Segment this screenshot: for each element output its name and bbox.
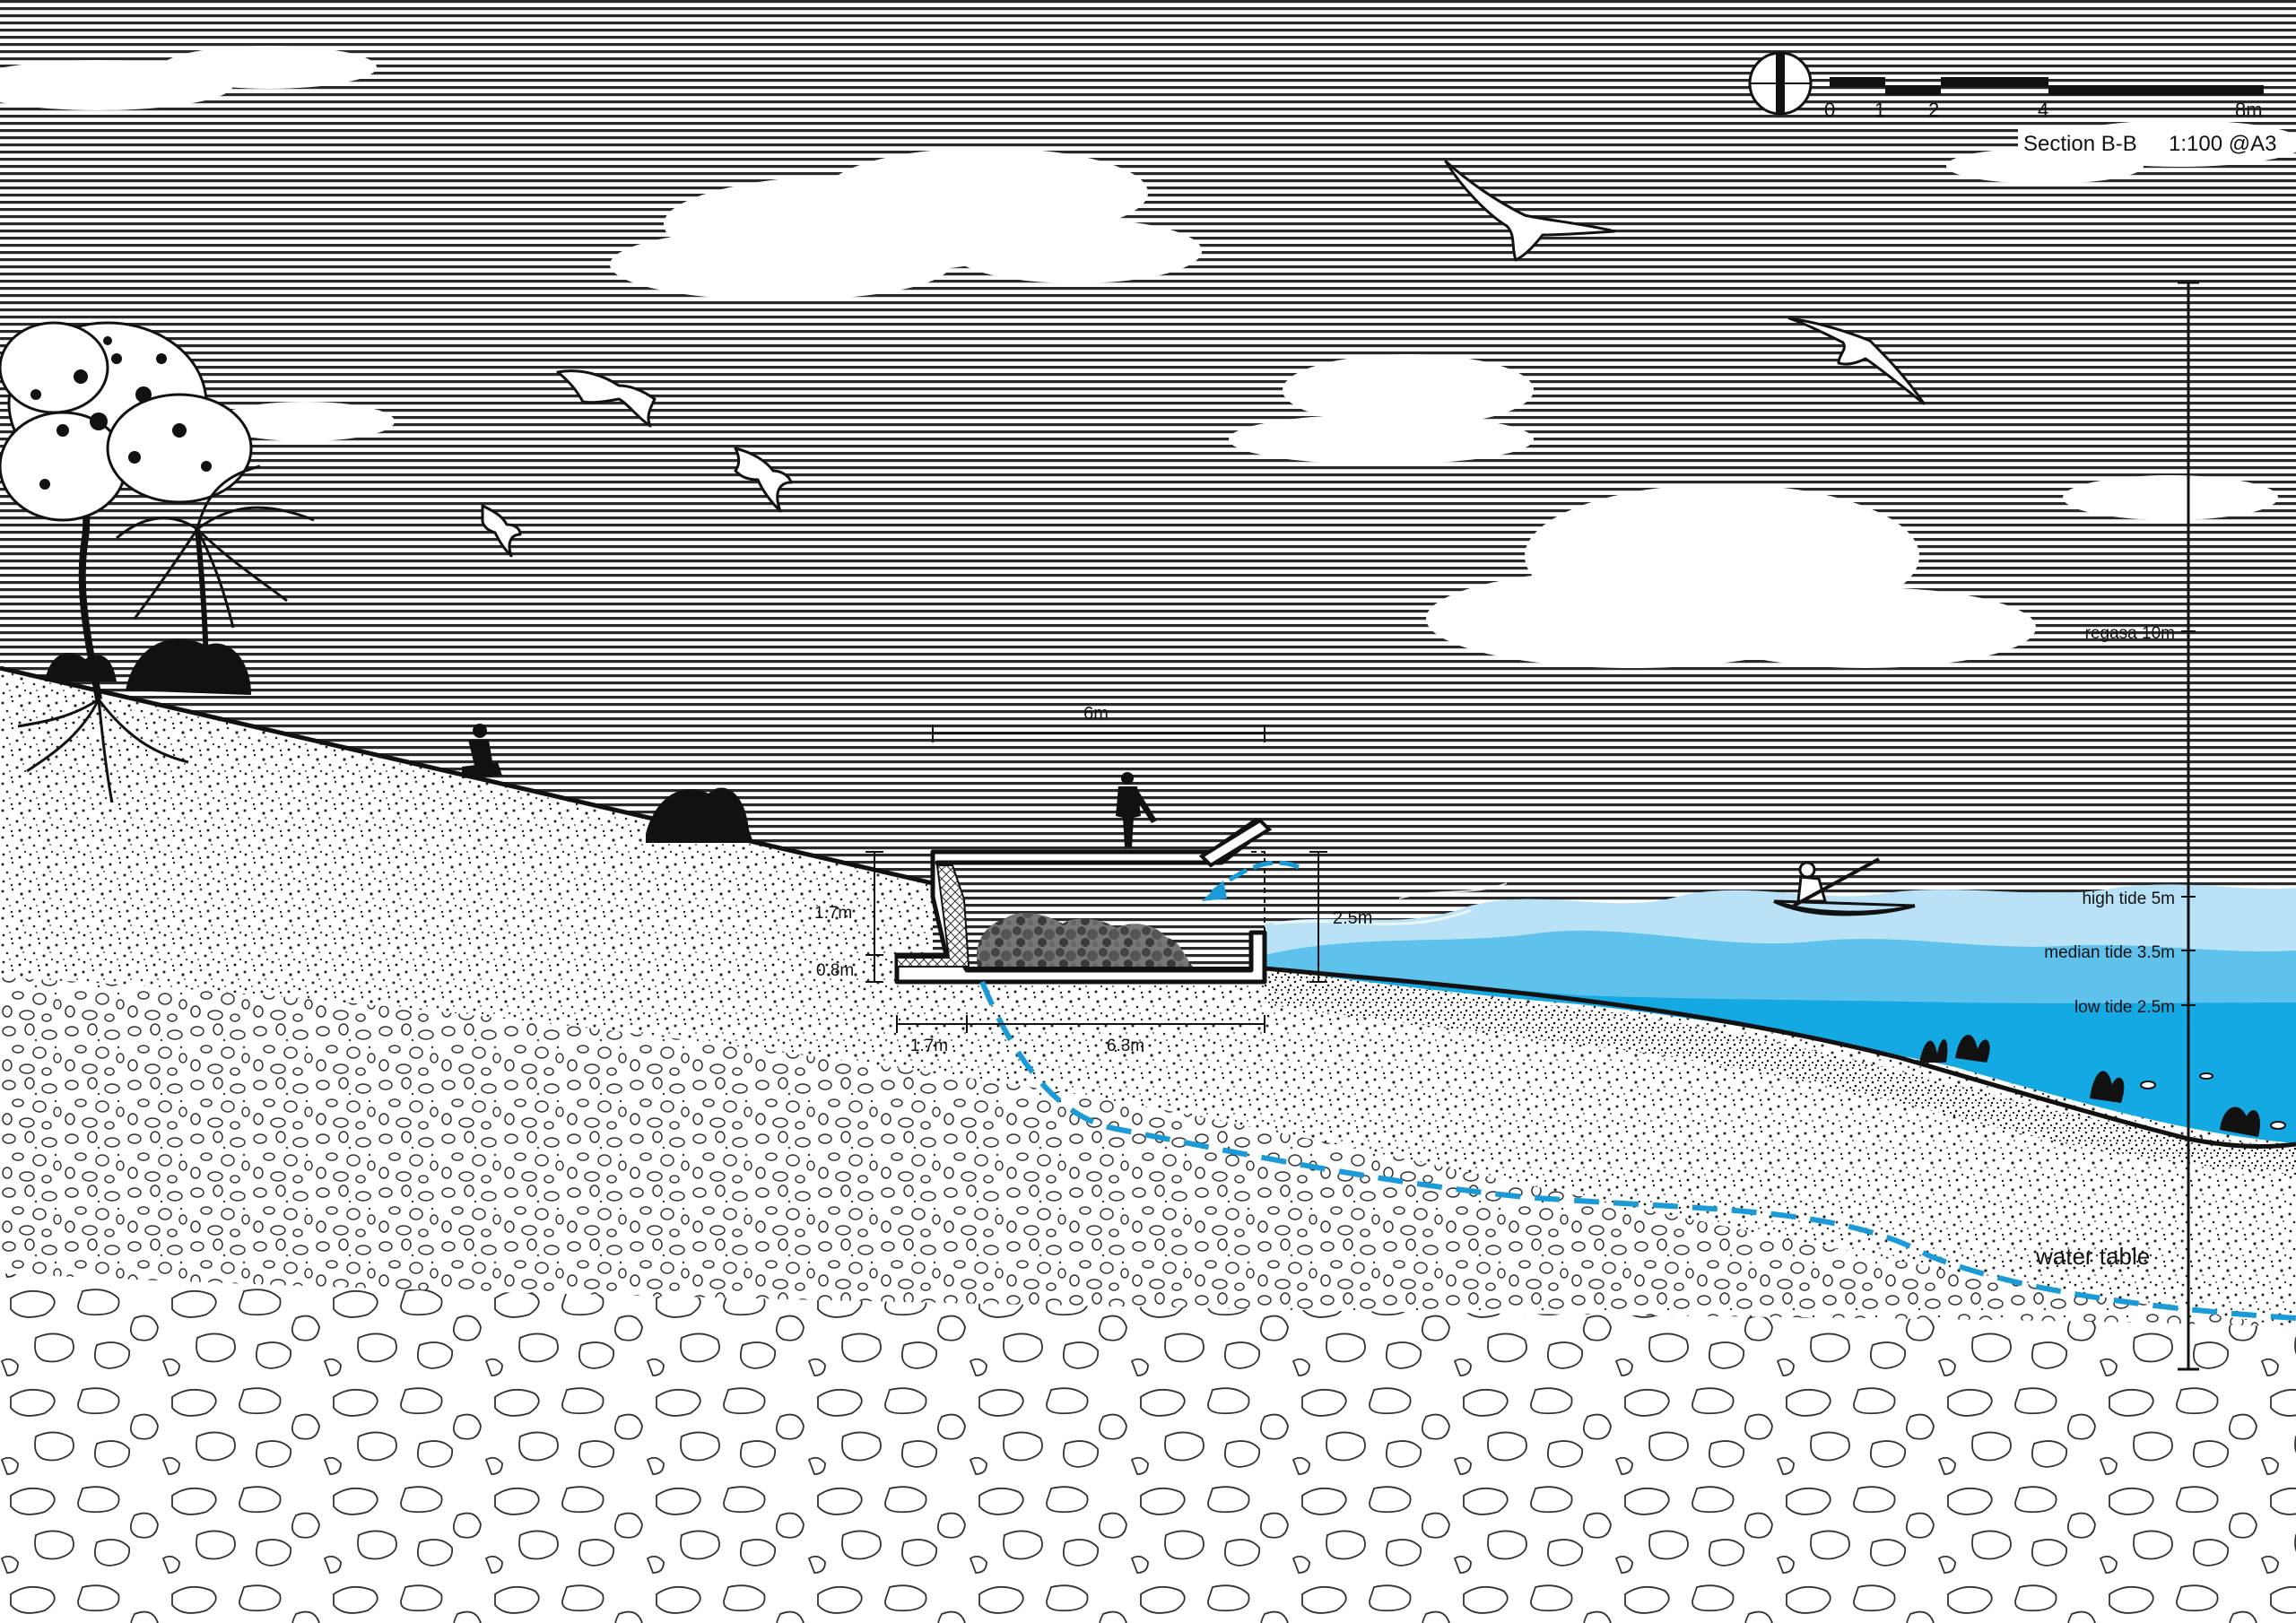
birds (481, 160, 1926, 558)
seaweed (1919, 1034, 2261, 1137)
fish (2140, 1072, 2286, 1130)
wet-sand-band (1265, 968, 2296, 1175)
water-inflow-arrow-icon (1202, 860, 1300, 901)
north-arrow-icon (1748, 51, 1813, 116)
dim-height-base: 0.8m (816, 961, 854, 980)
high-tide-level: high tide 5m (2082, 890, 2175, 908)
dim-base-left: 1.7m (910, 1037, 948, 1055)
dimension-annotations (865, 725, 1327, 1033)
scale-tick-8: 8m (2235, 99, 2263, 121)
tree-cluster (0, 321, 315, 803)
sand-slope (0, 668, 2296, 1327)
section-scale: 1:100 @A3 (2169, 132, 2276, 156)
deep-bedrock (0, 1273, 2296, 1623)
tidal-pool-structure (894, 772, 1300, 985)
median-tide-level: median tide 3.5m (2044, 943, 2175, 962)
water-table-label: water table (2035, 1243, 2150, 1270)
regasa-level: regasa 10m (2085, 624, 2175, 643)
gravel-layer (0, 968, 2296, 1327)
shrub (646, 787, 753, 843)
kayaker (1773, 857, 1916, 916)
dim-height-outer: 2.5m (1333, 908, 1372, 928)
scale-bar: 0 1 2 4 8m (1824, 77, 2264, 121)
low-tide-level: low tide 2.5m (2074, 998, 2175, 1017)
scale-tick-0: 0 (1824, 99, 1835, 121)
clouds (0, 46, 2296, 668)
scale-tick-2: 2 (1928, 99, 1939, 121)
standing-person (1116, 772, 1157, 847)
sitting-person (462, 724, 502, 778)
wall-section-hatch (896, 864, 970, 968)
section-title: Section B-B (2023, 132, 2137, 156)
pool-stones (977, 912, 1193, 967)
scale-tick-1: 1 (1874, 99, 1885, 121)
scale-tick-4: 4 (2038, 99, 2048, 121)
tide-level-scale: regasa 10m high tide 5m median tide 3.5m… (2044, 281, 2199, 1371)
dim-base-right: 6.3m (1107, 1037, 1144, 1055)
ground (0, 665, 2296, 1623)
dim-width-top: 6m (1083, 704, 1109, 724)
dim-height-inner: 1.7m (814, 904, 852, 923)
